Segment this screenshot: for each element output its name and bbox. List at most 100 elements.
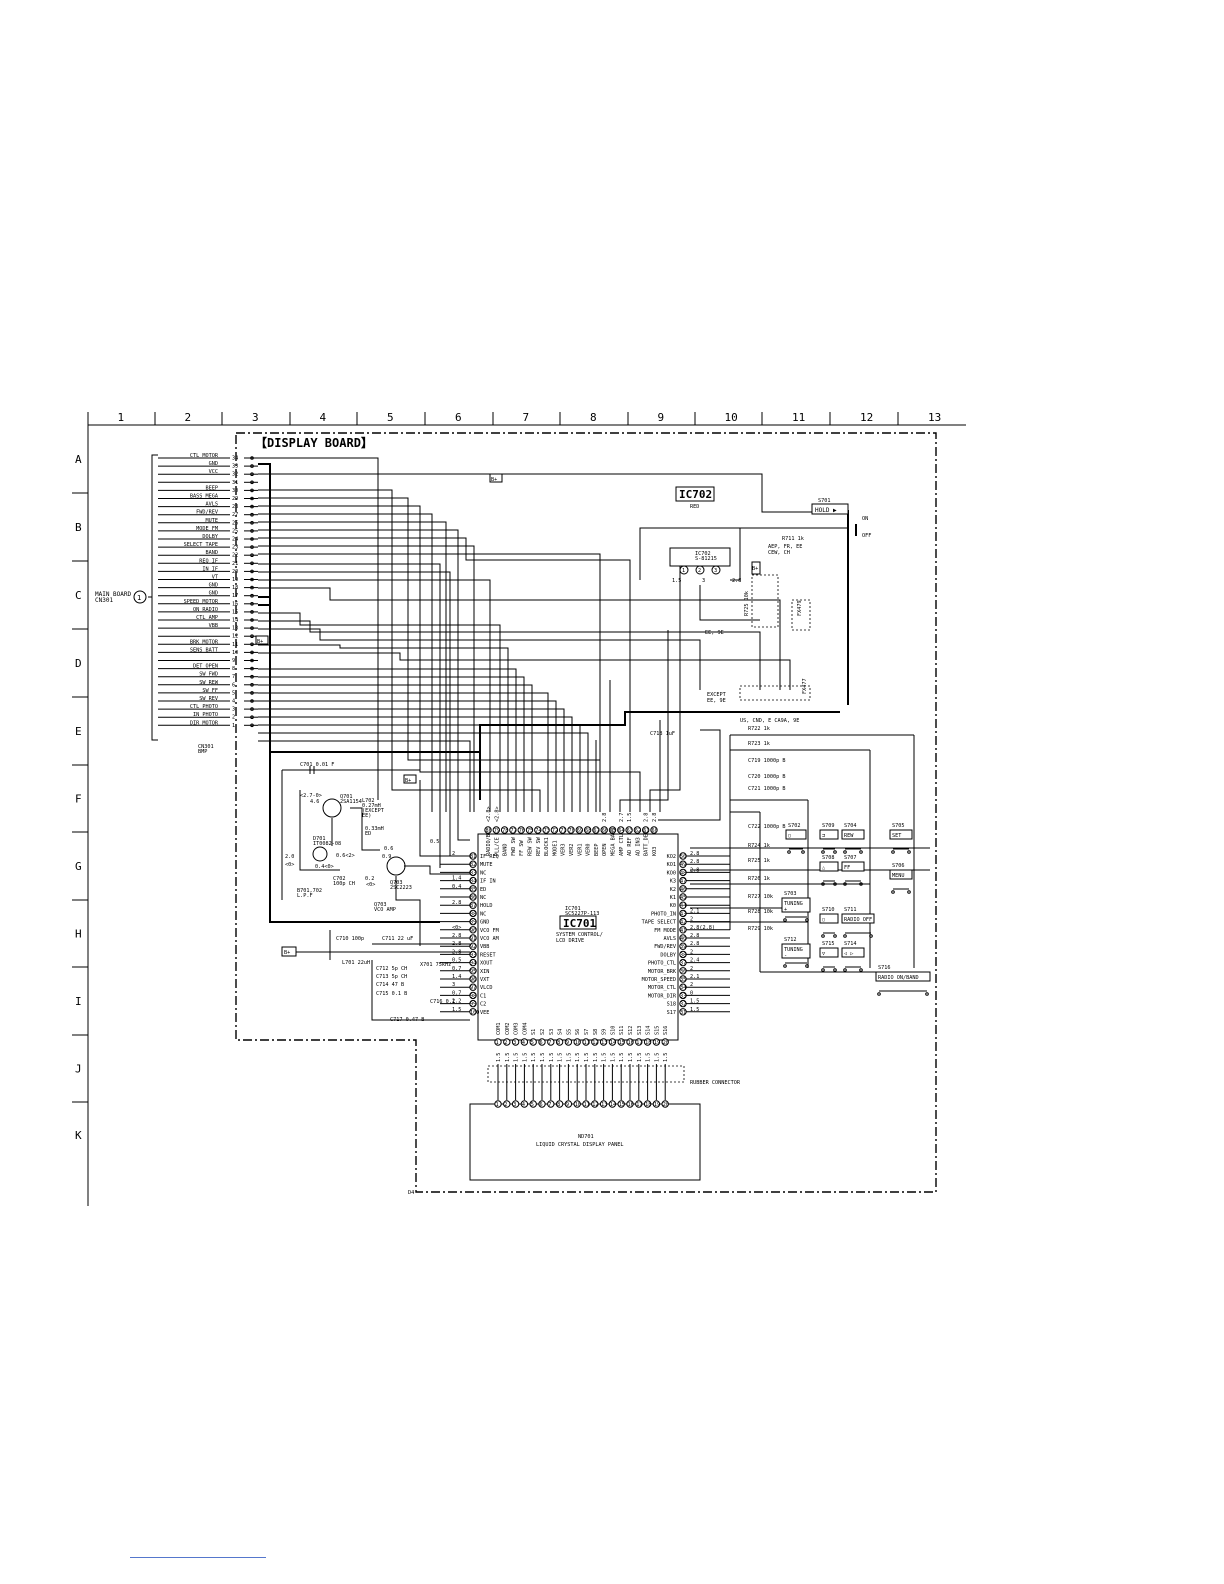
text-line: △ (822, 865, 826, 871)
ic701-left-pin-voltage: 1.4 (452, 876, 461, 882)
option-box-3 (739, 685, 811, 701)
connector-pin-name: SPEED MOTOR (184, 599, 219, 605)
board-title: 【DISPLAY BOARD】 (255, 435, 373, 450)
connector-pin-name: SW FF (202, 688, 218, 694)
lcd-pin-circle (564, 1100, 573, 1108)
ic701-top-pin-number: 60 (652, 828, 658, 834)
key-contact (821, 934, 825, 938)
ic701-bottom-pin-circle (573, 1038, 581, 1046)
ic701-top-pin-name: VER2 (569, 844, 575, 857)
passive-label-right: R723 1k (748, 741, 771, 747)
lcd-name: LIQUID CRYSTAL DISPLAY PANEL (536, 1142, 623, 1148)
connector-pin-dot (250, 561, 254, 566)
ic701-desc: SYSTEM CONTROL/LCD DRIVE (556, 932, 603, 944)
vco-voltage: 4.6 (310, 799, 319, 805)
ic701-bottom-pin-number: 3 (513, 1040, 516, 1046)
connector-pin-name: FWD/REV (196, 510, 218, 516)
ic701-left-pin-name: ED (480, 887, 486, 893)
ic701-left-pin-circle (469, 885, 477, 893)
key-label: ▽ (822, 951, 826, 957)
ic701-top-pin-number: 72 (552, 828, 558, 834)
lcd-pin-number: 15 (619, 1102, 625, 1108)
connector-pin-dot (250, 504, 254, 509)
text-line: RADIO OFF (844, 917, 872, 923)
connector-pin-number: 28 (232, 504, 238, 510)
ic701-label-box (559, 915, 597, 930)
ic701-right-pin-name: K3 (670, 879, 676, 885)
footer-rule (130, 1557, 266, 1558)
lcd-pin-number: 20 (663, 1102, 669, 1108)
connector-pin-name: VT (212, 575, 218, 581)
connector-pin-number: 13 (232, 626, 238, 632)
key-contact (805, 964, 809, 968)
connector-pin-name: REQ IF (199, 558, 218, 564)
ic701-right-pin-voltage: 2.8 (690, 933, 699, 939)
ic701-left-pin-name: VCO AM (480, 936, 499, 942)
ic701-top-pin-name: AD REF (627, 837, 633, 856)
key-contact (833, 968, 837, 972)
ic701-left-pin-circle (469, 958, 477, 967)
lcd-pin-circle (503, 1100, 511, 1108)
lcd-pin-circle (661, 1100, 669, 1108)
ic701-top-pin-voltage: 2.7 (619, 813, 625, 822)
ic701-right-pin-name: PHOTO_IN (651, 911, 676, 917)
ic701-right-pin-number: 31 (680, 1010, 686, 1016)
row-label: J (75, 1063, 82, 1076)
ic702-voltage: 1.5 (672, 578, 681, 584)
ic702-sub: RED (690, 504, 699, 510)
ic701-left-pin-number: 100 (470, 1010, 479, 1016)
ic702-pin (679, 565, 689, 575)
connector-pin-number: 17 (232, 593, 238, 599)
column-label: 9 (658, 411, 665, 424)
ic701-left-pin-name: XIN (480, 969, 489, 975)
lcd-pin-number: 7 (548, 1102, 551, 1108)
text-line: IT0082-08 (313, 841, 341, 847)
key-contact (833, 934, 837, 938)
ic701-left-pin-circle (469, 983, 477, 991)
ic701-left-pin-number: 85 (470, 887, 476, 893)
lcd-pin-circle (617, 1100, 625, 1108)
ic701-top-pin-name: FF SW (519, 840, 525, 856)
ic701-top-pin-voltage: 2.8 (602, 813, 608, 822)
text-line: BMP (198, 749, 207, 755)
key-contact (925, 992, 929, 996)
connector-pin-dot (250, 699, 254, 703)
rubber-connector-label: RUBBER CONNECTOR (690, 1080, 741, 1086)
connector-pin-name: SW REV (199, 696, 218, 702)
key-cap (781, 897, 811, 913)
ic701-bottom-pin-voltage: 1.5 (575, 1053, 581, 1062)
ic701-bottom-pin-number: 11 (584, 1040, 590, 1046)
connector-pin-dot (250, 472, 254, 477)
text-line: 2SC2223 (390, 885, 412, 891)
row-label: H (75, 928, 82, 941)
key-contact (805, 918, 809, 922)
ic701-left-pin-voltage: 2 (452, 851, 455, 857)
ic701-bottom-pin-voltage: 1.5 (531, 1053, 537, 1062)
key-cap (819, 947, 839, 958)
display-board-outline: 【DISPLAY BOARD】 (235, 432, 937, 1193)
ic701-bottom-pin-number: 8 (557, 1040, 560, 1046)
connector-pin-name: CTL AMP (196, 615, 218, 621)
ic702-label-box (675, 486, 715, 502)
vco-voltage: <0> (285, 862, 294, 868)
connector-pin-name: MUTE (206, 518, 219, 524)
key-ref: S706 (892, 863, 905, 869)
ic701-right-pin-voltage: 1.5 (690, 999, 699, 1005)
connector-pin-name: SENS BATT (190, 647, 218, 653)
ic701-bottom-pin-voltage: 1.5 (549, 1053, 555, 1062)
ic701-right-pin-number: 38 (680, 952, 686, 958)
ic701-top-pin-name: RADIO/B (486, 834, 492, 856)
key-cap (785, 829, 807, 840)
ic701-top-pin-number: 79 (494, 828, 500, 834)
connector-pin-number: 32 (232, 472, 238, 478)
key-label: TUNING- (784, 947, 803, 959)
ic701-bottom-pin-number: 20 (663, 1040, 669, 1046)
text-line: ▢ (822, 917, 825, 923)
ic701-body (477, 833, 679, 1041)
option-box-2 (791, 599, 811, 631)
lcd-pin-circle (547, 1100, 555, 1108)
key-ref: S704 (844, 823, 857, 829)
